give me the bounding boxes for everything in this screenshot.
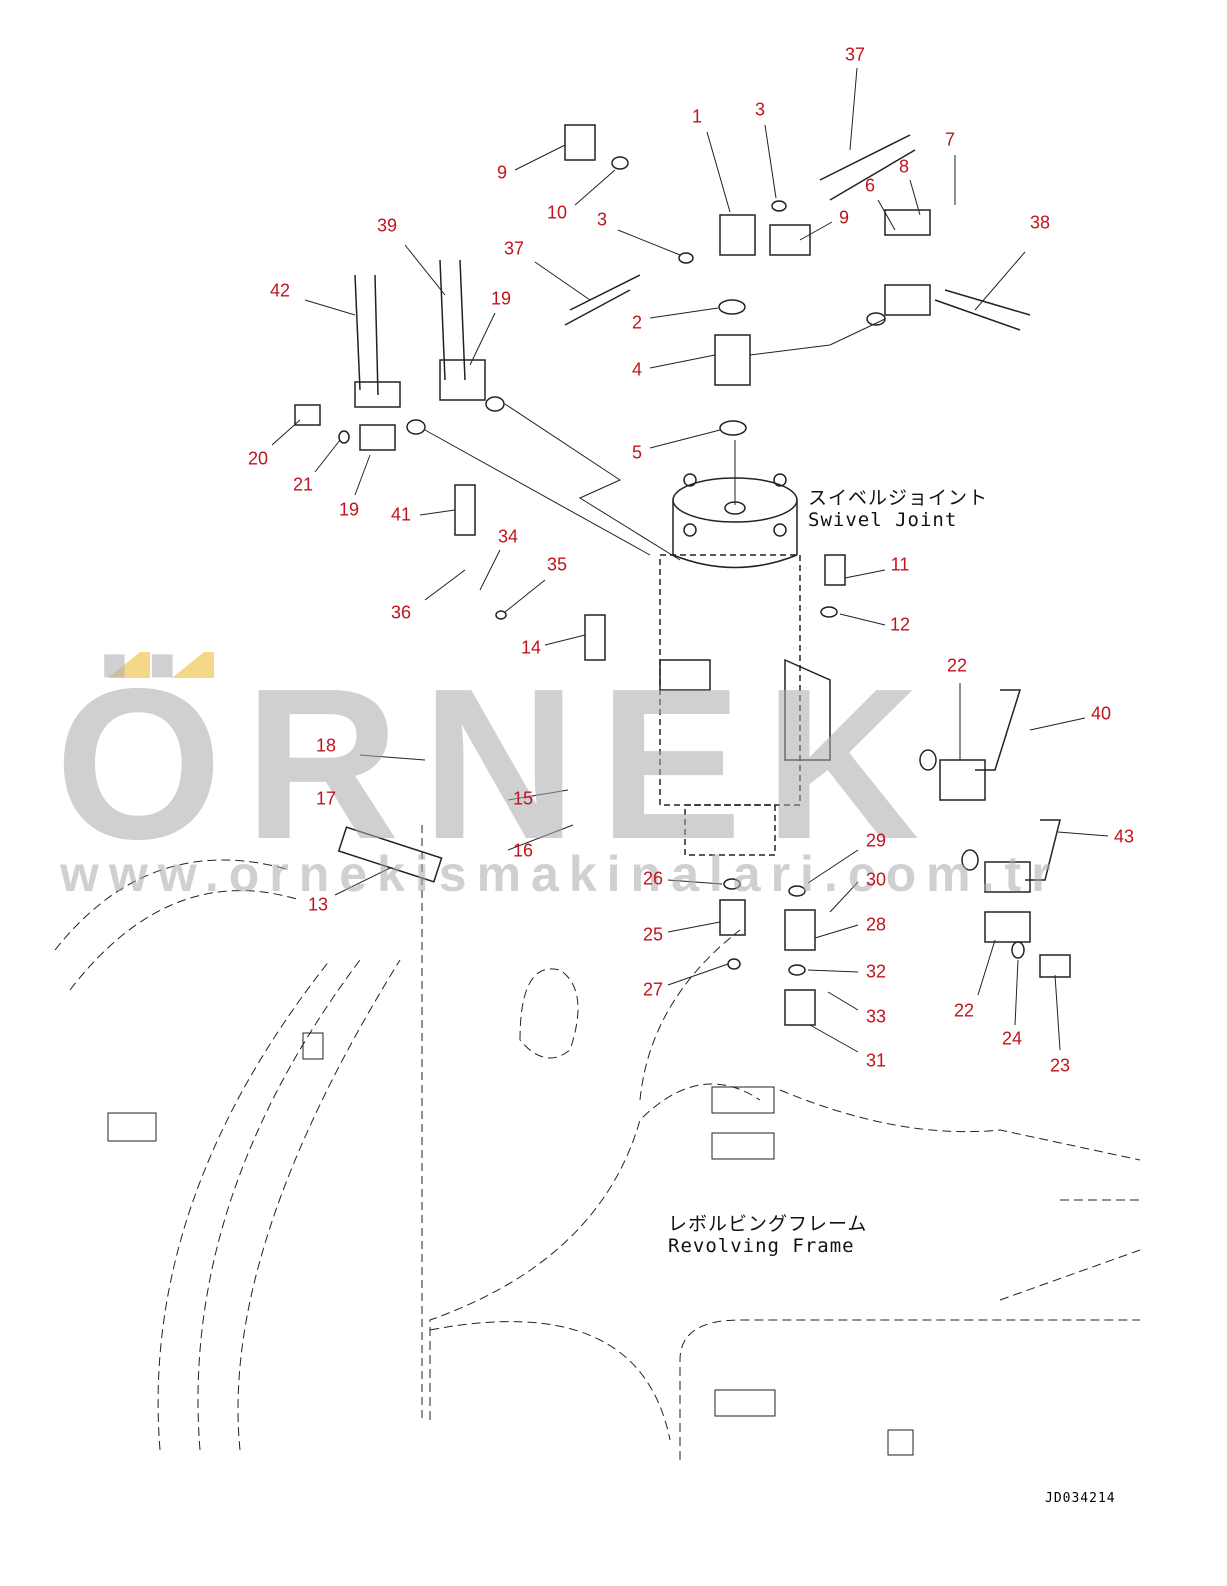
- part-callout[interactable]: 19: [338, 499, 360, 520]
- part-callout[interactable]: 15: [512, 788, 534, 809]
- part-callout[interactable]: 3: [754, 99, 766, 120]
- watermark-brand: ÖRNEK: [55, 643, 942, 884]
- watermark-accent: [108, 652, 150, 678]
- part-callout[interactable]: 23: [1049, 1055, 1071, 1076]
- part-callout[interactable]: 13: [307, 894, 329, 915]
- part-callout[interactable]: 31: [865, 1050, 887, 1071]
- part-callout[interactable]: 43: [1113, 826, 1135, 847]
- part-callout[interactable]: 33: [865, 1006, 887, 1027]
- part-callout[interactable]: 6: [864, 175, 876, 196]
- part-callout[interactable]: 19: [490, 288, 512, 309]
- part-callout[interactable]: 29: [865, 830, 887, 851]
- part-callout[interactable]: 16: [512, 840, 534, 861]
- frame-blocks: [107, 1032, 914, 1456]
- part-callout[interactable]: 34: [497, 526, 519, 547]
- revolving-frame-label-en: Revolving Frame: [668, 1235, 855, 1257]
- part-callout[interactable]: 26: [642, 868, 664, 889]
- part-callout[interactable]: 4: [631, 359, 643, 380]
- part-callout[interactable]: 35: [546, 554, 568, 575]
- part-callout[interactable]: 22: [953, 1000, 975, 1021]
- part-callout[interactable]: 5: [631, 442, 643, 463]
- part-callout[interactable]: 25: [642, 924, 664, 945]
- revolving-frame-label-jp: レボルビングフレーム: [668, 1213, 868, 1235]
- drawing-code: JD034214: [1045, 1491, 1116, 1506]
- fittings: [294, 124, 1071, 1026]
- part-callout[interactable]: 18: [315, 735, 337, 756]
- part-callout[interactable]: 42: [269, 280, 291, 301]
- part-callout[interactable]: 1: [691, 106, 703, 127]
- swivel-joint: [659, 473, 831, 856]
- part-callout[interactable]: 40: [1090, 703, 1112, 724]
- revolving-frame-label: レボルビングフレーム Revolving Frame: [668, 1213, 867, 1257]
- swivel-joint-label: スイベルジョイント Swivel Joint: [808, 487, 988, 531]
- part-callout[interactable]: 9: [838, 207, 850, 228]
- watermark-accent: [172, 652, 214, 678]
- part-callout[interactable]: 41: [390, 504, 412, 525]
- part-callout[interactable]: 20: [247, 448, 269, 469]
- part-callout[interactable]: 30: [865, 869, 887, 890]
- part-callout[interactable]: 32: [865, 961, 887, 982]
- part-callout[interactable]: 11: [890, 554, 910, 575]
- part-callout[interactable]: 2: [631, 312, 643, 333]
- part-callout[interactable]: 28: [865, 914, 887, 935]
- part-callout[interactable]: 9: [496, 162, 508, 183]
- part-callout[interactable]: 24: [1001, 1028, 1023, 1049]
- part-callout[interactable]: 39: [376, 215, 398, 236]
- hoses: [354, 134, 1061, 881]
- part-callout[interactable]: 14: [520, 637, 542, 658]
- part-callout[interactable]: 36: [390, 602, 412, 623]
- part-callout[interactable]: 37: [503, 238, 525, 259]
- part-callout[interactable]: 3: [596, 209, 608, 230]
- part-callout[interactable]: 21: [292, 474, 314, 495]
- part-callout[interactable]: 17: [315, 788, 337, 809]
- part-callout[interactable]: 27: [642, 979, 664, 1000]
- watermark-url: www.ornekismakinalari.com.tr: [60, 846, 1061, 902]
- part-callout[interactable]: 22: [946, 655, 968, 676]
- part-callout[interactable]: 37: [844, 44, 866, 65]
- swivel-joint-label-jp: スイベルジョイント: [808, 487, 989, 509]
- part-callout[interactable]: 8: [898, 156, 910, 177]
- part-callout[interactable]: 38: [1029, 212, 1051, 233]
- part-callout[interactable]: 12: [889, 614, 911, 635]
- swivel-joint-label-en: Swivel Joint: [808, 509, 958, 531]
- part-callout[interactable]: 10: [546, 202, 568, 223]
- leader-lines: [271, 67, 1109, 1420]
- part-callout[interactable]: 7: [944, 129, 956, 150]
- revolving-frame: [54, 859, 1141, 1460]
